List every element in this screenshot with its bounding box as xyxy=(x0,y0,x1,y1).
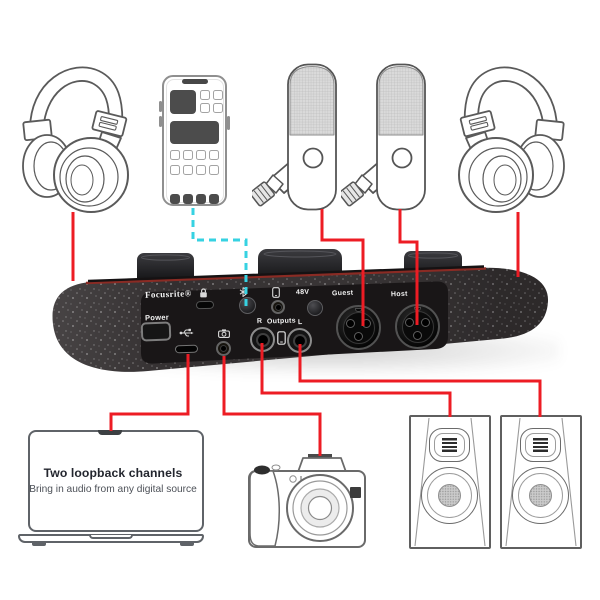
tweeter xyxy=(520,428,561,462)
output-r-label: R xyxy=(256,317,263,326)
dslr-camera xyxy=(248,453,368,549)
smartphone-notch xyxy=(181,79,208,84)
power-button xyxy=(140,321,172,342)
app-tile xyxy=(200,90,210,100)
app-tile xyxy=(213,103,223,113)
usb-icon xyxy=(179,328,194,337)
brand-logo: Focusrite® xyxy=(144,288,192,300)
phone-aux-jack xyxy=(271,300,285,314)
host-xlr-input xyxy=(395,304,440,349)
headphones-left-art xyxy=(22,66,129,213)
microphone-art xyxy=(252,63,337,211)
usb-c-port xyxy=(174,344,199,354)
camera-art xyxy=(248,454,366,548)
host-input-label: Host xyxy=(390,290,408,299)
smartphone xyxy=(159,75,230,206)
outputs-label: Outputs xyxy=(266,317,297,326)
laptop-base xyxy=(18,534,204,543)
woofer xyxy=(512,467,569,524)
laptop-webcam-notch xyxy=(98,430,122,435)
laptop-screen xyxy=(28,430,204,532)
bluetooth-icon xyxy=(239,287,247,297)
phantom-power-button xyxy=(307,300,323,316)
app-tile-large xyxy=(170,90,196,114)
phone-mini-icon xyxy=(277,331,286,345)
lock-icon xyxy=(200,288,207,298)
studio-monitor-right xyxy=(500,415,582,549)
guest-xlr-input xyxy=(336,305,381,350)
guest-input-label: Guest xyxy=(331,289,354,298)
output-r-jack xyxy=(250,327,275,352)
camera-output-jack xyxy=(216,341,231,356)
bluetooth-button xyxy=(239,297,256,314)
studio-monitor-left xyxy=(409,415,491,549)
headphones-left xyxy=(14,52,129,214)
app-tile xyxy=(213,90,223,100)
output-l-jack xyxy=(287,328,312,353)
phantom-power-label: 48V xyxy=(295,288,310,297)
kensington-slot xyxy=(195,300,215,310)
top-accent-stripe xyxy=(85,267,487,285)
microphone-guest xyxy=(252,63,340,213)
loopback-title: Two loopback channels xyxy=(43,466,183,480)
microphone-art xyxy=(341,63,426,211)
camera-icon xyxy=(218,329,230,338)
output-l-label: L xyxy=(297,318,303,327)
loopback-subtitle: Bring in audio from any digital source xyxy=(29,484,197,495)
tweeter xyxy=(429,428,470,462)
laptop: Two loopback channels Bring in audio fro… xyxy=(18,428,208,550)
app-tile xyxy=(200,103,210,113)
headphones-right xyxy=(458,52,573,214)
microphone-host xyxy=(341,63,429,213)
woofer xyxy=(421,467,478,524)
phone-icon xyxy=(272,287,280,298)
headphones-right-art xyxy=(458,66,565,213)
app-banner xyxy=(170,121,219,144)
